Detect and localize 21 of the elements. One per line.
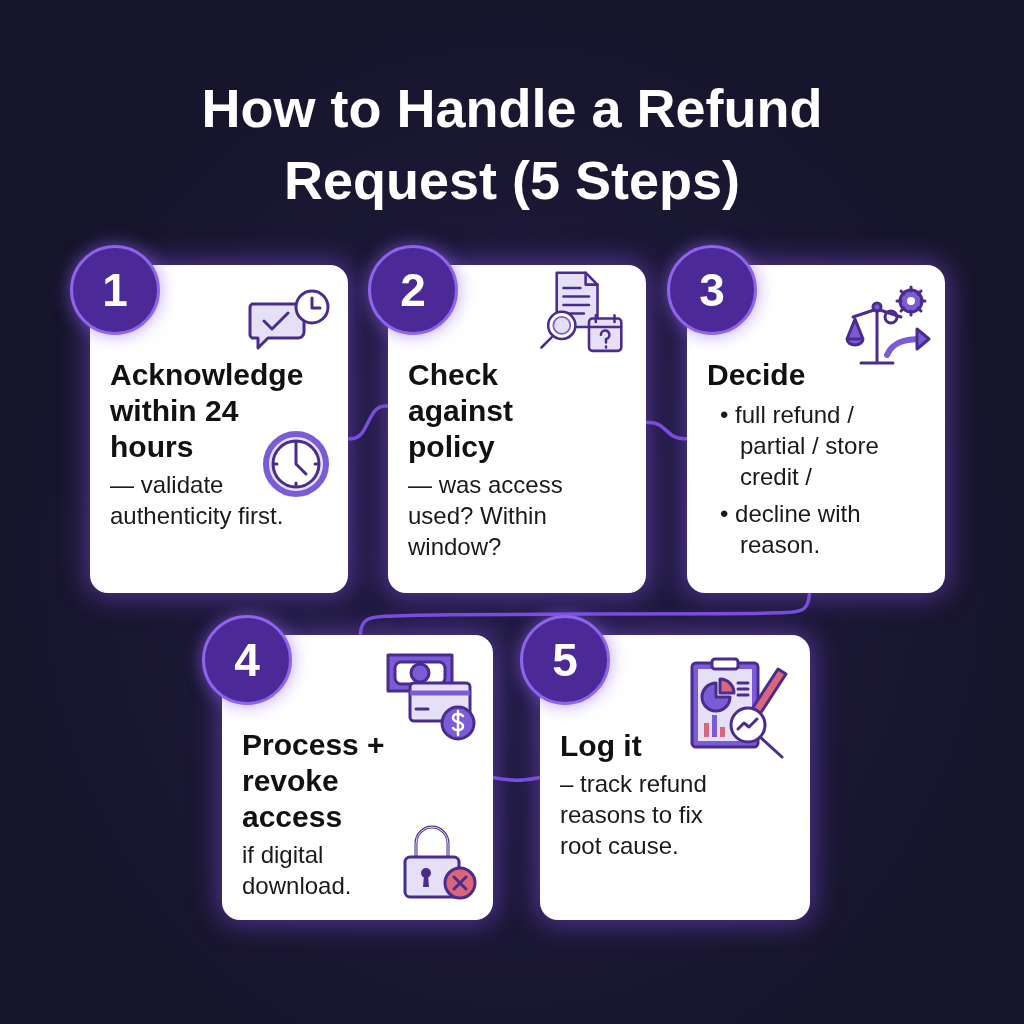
bullet-item: • decline with reason. <box>720 499 862 560</box>
step-number-badge: 4 <box>202 615 292 705</box>
connector-line <box>492 775 541 782</box>
step-heading: Decide <box>707 357 807 393</box>
step-description: — validate authenticity first. <box>110 470 285 531</box>
step-number-badge: 1 <box>70 245 160 335</box>
step-number-badge: 5 <box>520 615 610 705</box>
step-heading: Check against policy <box>408 357 515 465</box>
connector-line <box>646 420 687 441</box>
step-number-badge: 2 <box>368 245 458 335</box>
step-heading: Log it <box>560 728 643 764</box>
connector-line <box>348 404 388 441</box>
connector-line <box>358 592 812 636</box>
step-description: — was access used? Within window? <box>408 470 564 562</box>
step-number-badge: 3 <box>667 245 757 335</box>
step-description: – track refund reasons to fix root cause. <box>560 769 708 861</box>
step-heading: Process + revoke access <box>242 727 386 835</box>
step-description: if digital download. <box>242 840 353 901</box>
step-heading: Acknowledge within 24 hours <box>110 357 305 465</box>
bullet-item: • full refund / partial / store credit / <box>720 400 880 492</box>
title: How to Handle a Refund Request (5 Steps) <box>200 77 824 212</box>
